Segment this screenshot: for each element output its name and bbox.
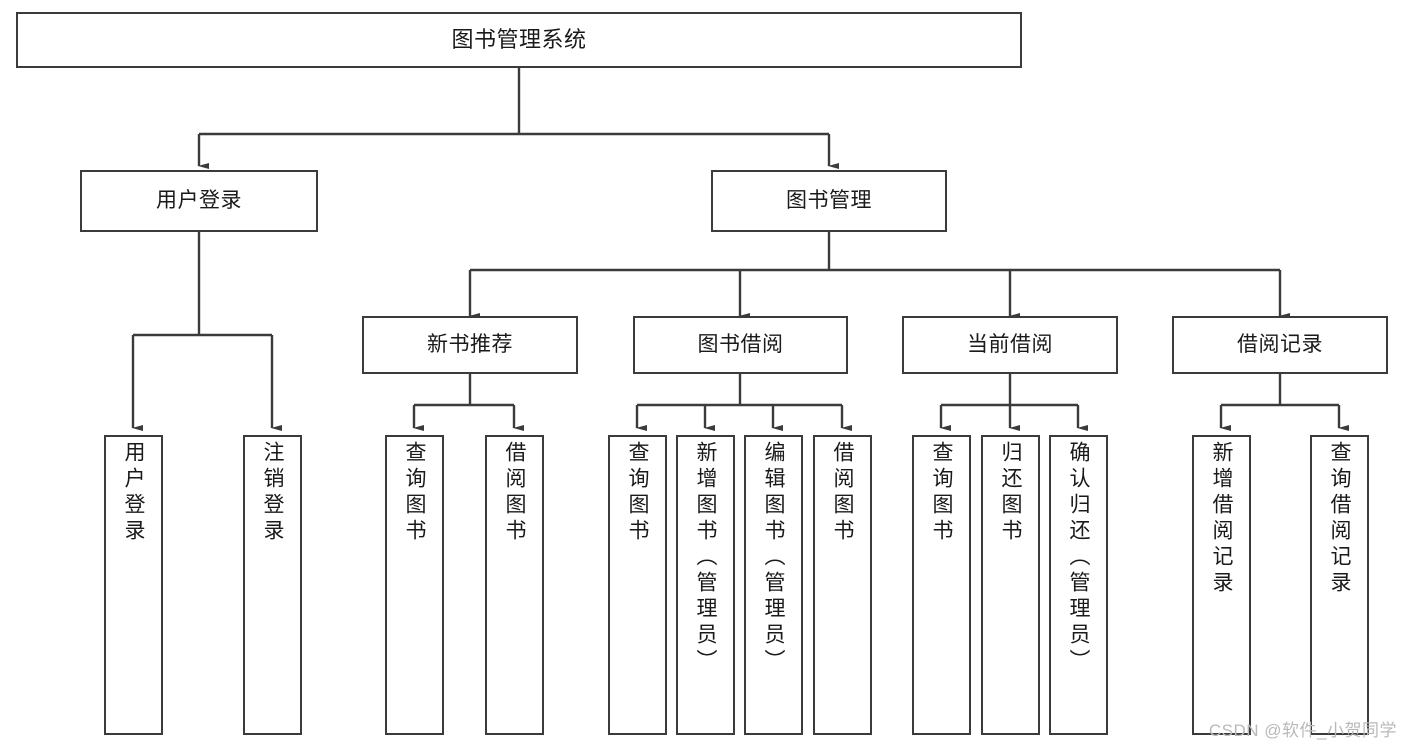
leaf-borrow-query-book[interactable]: 查询图书 bbox=[608, 435, 667, 735]
node-label: 注销登录 bbox=[261, 441, 284, 545]
leaf-new-book-query[interactable]: 查询图书 bbox=[385, 435, 444, 735]
node-label: 图书借阅 bbox=[697, 332, 784, 356]
node-label: 借阅图书 bbox=[831, 441, 854, 545]
node-label: 确认归还（管理员） bbox=[1067, 441, 1090, 675]
node-label: 新书推荐 bbox=[427, 332, 513, 356]
node-label: 查询图书 bbox=[626, 441, 649, 545]
node-label: 归还图书 bbox=[999, 441, 1022, 545]
node-label: 新增图书（管理员） bbox=[694, 441, 717, 675]
node-label: 当前借阅 bbox=[967, 332, 1053, 356]
node-label: 图书管理系统 bbox=[451, 27, 587, 53]
node-book-borrow[interactable]: 图书借阅 bbox=[633, 316, 848, 374]
node-label: 查询借阅记录 bbox=[1328, 441, 1351, 597]
node-label: 用户登录 bbox=[122, 441, 145, 545]
node-new-book-recommend[interactable]: 新书推荐 bbox=[362, 316, 578, 374]
leaf-current-confirm-return-admin[interactable]: 确认归还（管理员） bbox=[1049, 435, 1108, 735]
leaf-borrow-add-book-admin[interactable]: 新增图书（管理员） bbox=[676, 435, 735, 735]
leaf-borrow-borrow-book[interactable]: 借阅图书 bbox=[813, 435, 872, 735]
node-label: 查询图书 bbox=[930, 441, 953, 545]
leaf-record-query-record[interactable]: 查询借阅记录 bbox=[1310, 435, 1369, 735]
node-label: 新增借阅记录 bbox=[1210, 441, 1233, 597]
node-root-system[interactable]: 图书管理系统 bbox=[16, 12, 1022, 68]
leaf-new-book-borrow[interactable]: 借阅图书 bbox=[485, 435, 544, 735]
node-current-borrow[interactable]: 当前借阅 bbox=[902, 316, 1118, 374]
node-borrow-record[interactable]: 借阅记录 bbox=[1172, 316, 1388, 374]
leaf-current-query-book[interactable]: 查询图书 bbox=[912, 435, 971, 735]
leaf-borrow-edit-book-admin[interactable]: 编辑图书（管理员） bbox=[744, 435, 803, 735]
leaf-user-login-login[interactable]: 用户登录 bbox=[104, 435, 163, 735]
node-label: 借阅图书 bbox=[503, 441, 526, 545]
watermark: CSDN @软件_小贺同学 bbox=[1208, 721, 1397, 740]
leaf-user-login-logout[interactable]: 注销登录 bbox=[243, 435, 302, 735]
node-label: 查询图书 bbox=[403, 441, 426, 545]
leaf-current-return-book[interactable]: 归还图书 bbox=[981, 435, 1040, 735]
node-label: 编辑图书（管理员） bbox=[762, 441, 785, 675]
node-label: 用户登录 bbox=[156, 188, 242, 212]
node-label: 图书管理 bbox=[786, 188, 872, 212]
node-label: 借阅记录 bbox=[1237, 332, 1323, 356]
node-user-login[interactable]: 用户登录 bbox=[80, 170, 318, 232]
leaf-record-add-record[interactable]: 新增借阅记录 bbox=[1192, 435, 1251, 735]
node-book-management[interactable]: 图书管理 bbox=[711, 170, 947, 232]
